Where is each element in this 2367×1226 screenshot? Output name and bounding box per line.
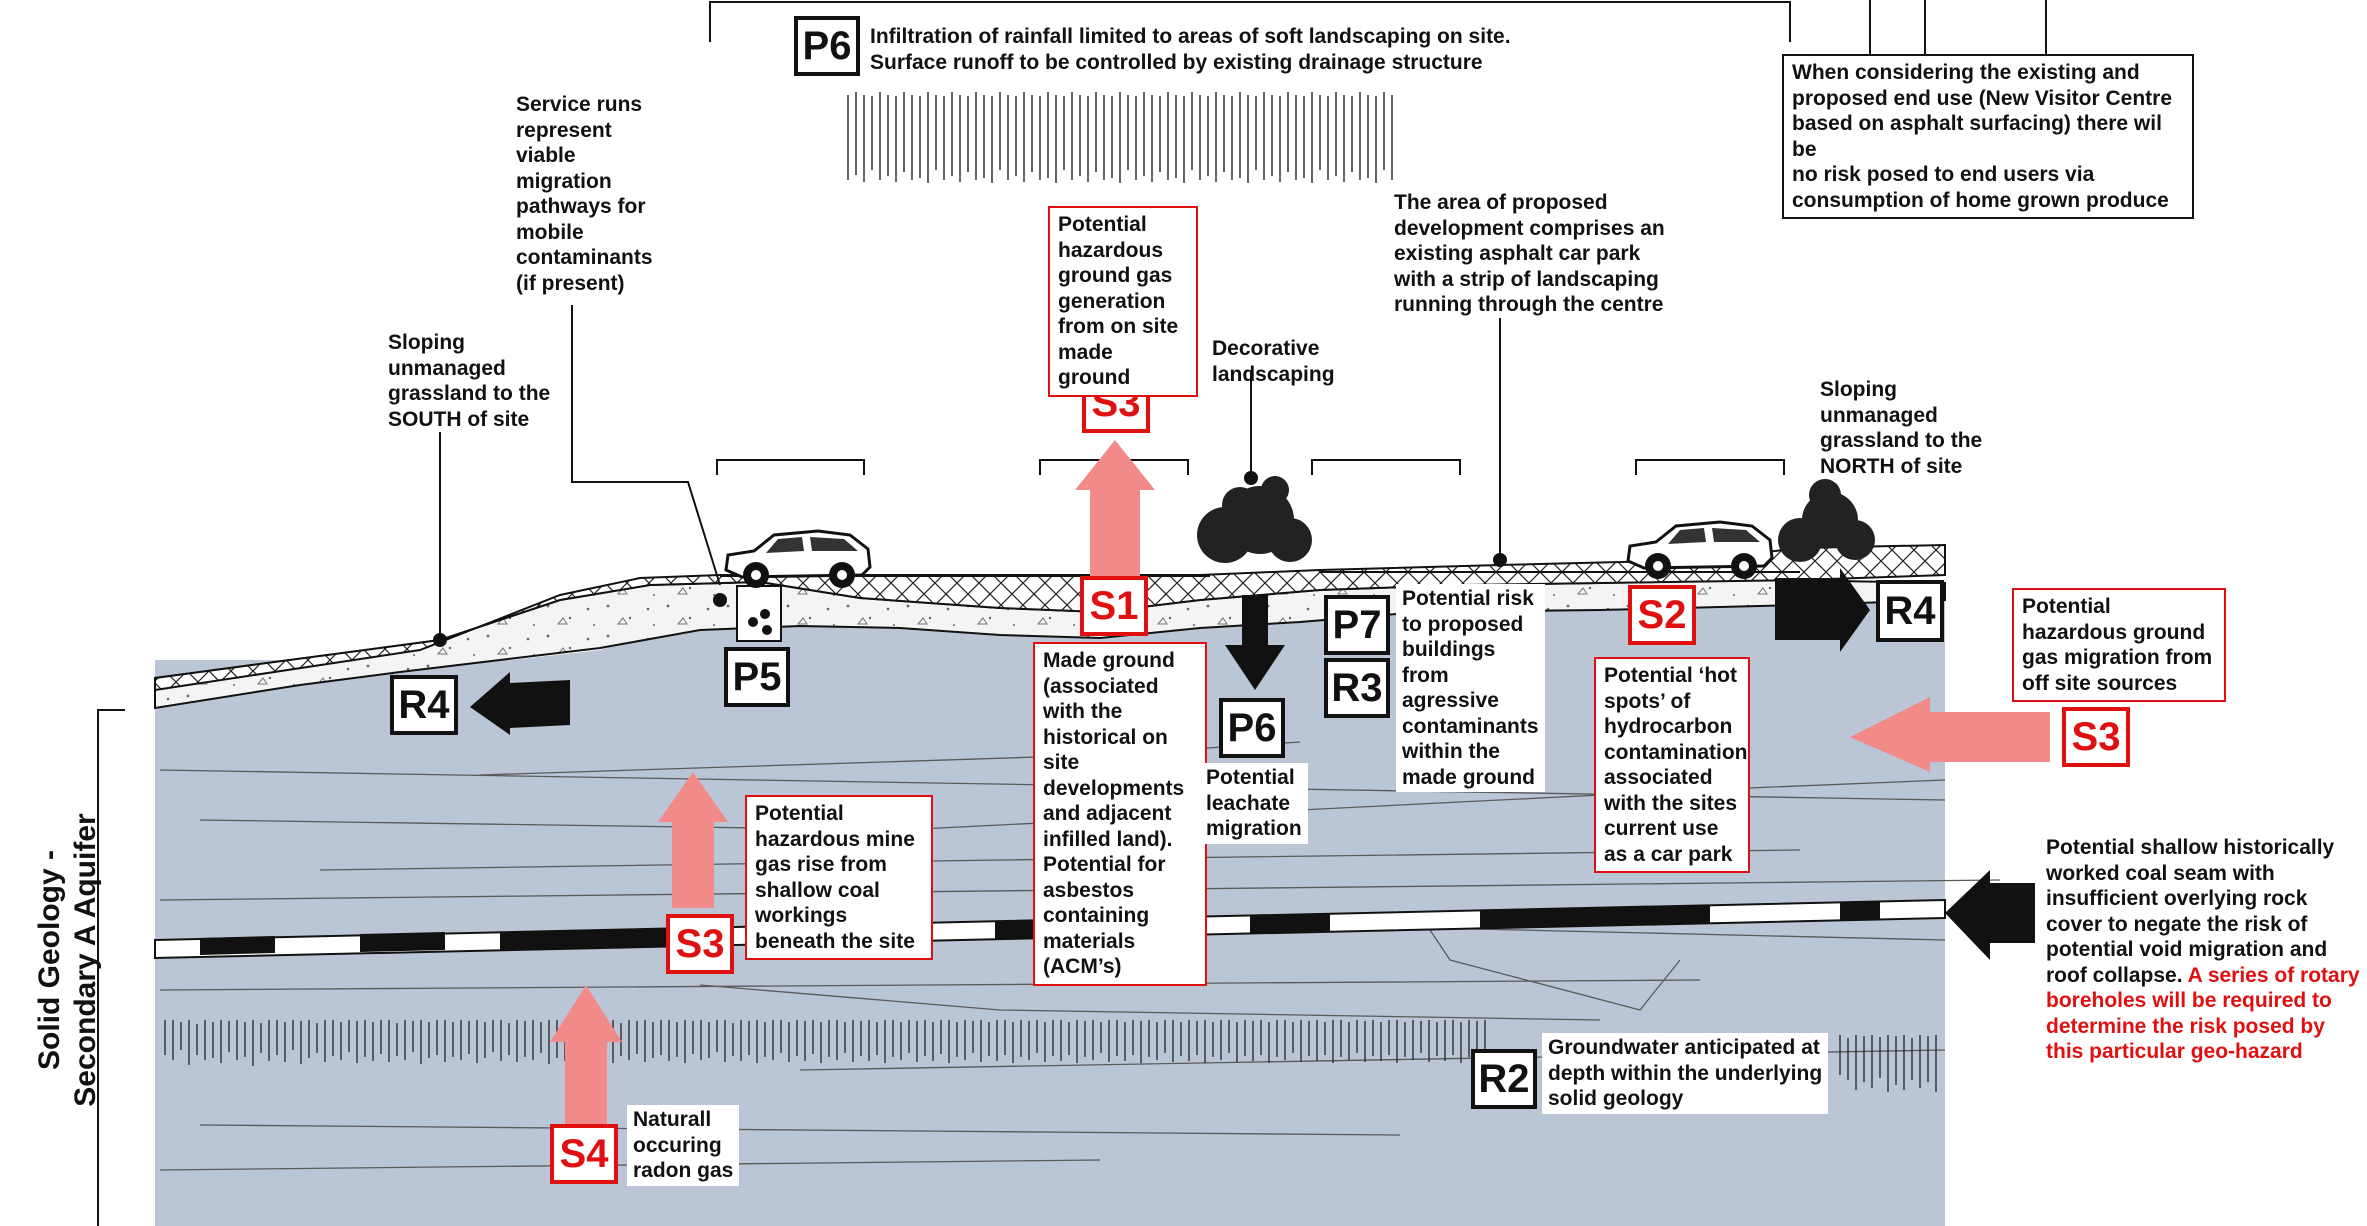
coal-seam-red-text: A series of rotary boreholes will be req…	[2046, 963, 2360, 1064]
arrow-icon	[470, 568, 2035, 960]
note-leachate: Potential leachate migration	[1200, 763, 1308, 844]
note-decorative: Decorative landscaping	[1212, 337, 1335, 386]
label-p6-top: P6	[794, 16, 860, 76]
leader-dot	[713, 593, 727, 607]
note-end-use: When considering the existing and propos…	[1782, 54, 2194, 219]
label-s2: S2	[1628, 585, 1696, 645]
tree-icon	[1778, 479, 1875, 562]
leader-dot	[1244, 471, 1258, 485]
note-risk-buildings: Potential risk to proposed buildings fro…	[1396, 584, 1545, 792]
note-coal-seam: Potential shallow historically worked co…	[2046, 835, 2360, 1065]
label-s3-mid: S3	[666, 914, 734, 974]
label-s3-right: S3	[2062, 707, 2130, 767]
solid-geology-title: Solid Geology - Secondary A Aquifer	[33, 813, 102, 1107]
note-proposed-dev: The area of proposed development compris…	[1394, 191, 1665, 316]
label-s1: S1	[1080, 576, 1148, 636]
note-mine-gas: Potential hazardous mine gas rise from s…	[745, 795, 933, 960]
leader-dot	[433, 633, 447, 647]
label-r3: R3	[1324, 658, 1390, 718]
note-offsite-gas: Potential hazardous ground gas migration…	[2012, 588, 2226, 702]
note-ground-gas-onsite: Potential hazardous ground gas generatio…	[1048, 206, 1198, 397]
label-s4: S4	[550, 1124, 618, 1184]
note-infiltration: Infiltration of rainfall limited to area…	[870, 25, 1511, 74]
car-icon	[1626, 520, 1774, 579]
note-made-ground: Made ground (associated with the histori…	[1033, 642, 1207, 986]
label-r4-right: R4	[1876, 580, 1944, 642]
rainfall-lines	[847, 92, 1393, 183]
note-sloping-south: Sloping unmanaged grassland to the SOUTH…	[388, 331, 551, 431]
label-r2: R2	[1471, 1049, 1537, 1109]
leader-dot	[1493, 553, 1507, 567]
catchment-bracket	[709, 1, 1791, 42]
note-groundwater: Groundwater anticipated at depth within …	[1542, 1033, 1829, 1114]
label-p6-mid: P6	[1219, 698, 1285, 758]
note-hot-spots: Potential ‘hot spots’ of hydrocarbon con…	[1594, 657, 1750, 873]
car-icon	[724, 529, 872, 588]
note-service-runs: Service runs represent viable migration …	[516, 93, 653, 295]
leader-lines	[439, 305, 1501, 640]
note-radon: Naturall occuring radon gas	[627, 1105, 740, 1186]
label-r4-left: R4	[390, 675, 458, 735]
label-p5: P5	[724, 647, 790, 707]
manhole-icon	[736, 585, 782, 642]
solid-geology-bracket	[97, 709, 125, 1226]
label-p7: P7	[1324, 595, 1390, 655]
coal-seam-dashes	[200, 902, 1880, 955]
groundwater-hatch	[164, 1020, 1937, 1092]
note-sloping-north: Sloping unmanaged grassland to the NORTH…	[1820, 378, 1983, 478]
coal-seam-text: Potential shallow historically worked co…	[2046, 836, 2335, 987]
tree-icon	[1197, 476, 1312, 563]
end-use-connectors	[1869, 0, 2047, 54]
